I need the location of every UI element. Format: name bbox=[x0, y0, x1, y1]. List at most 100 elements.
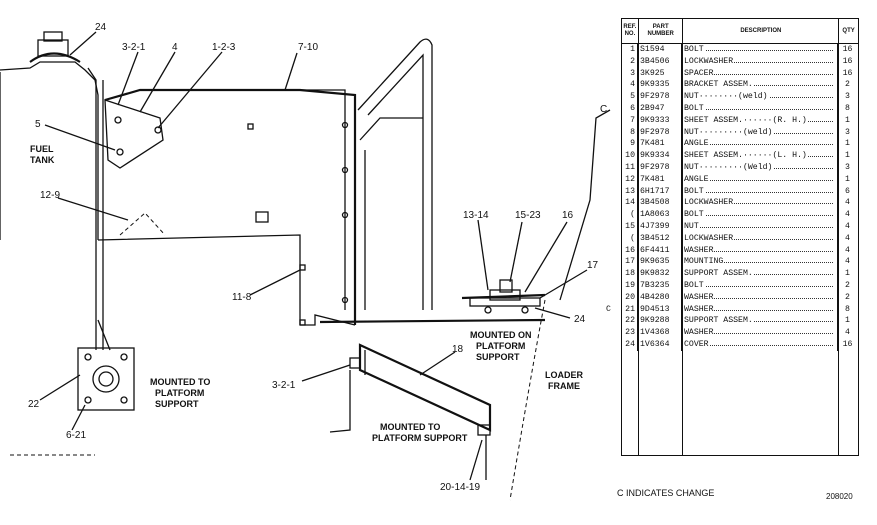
part-number-cell: 9K9288 bbox=[638, 315, 682, 328]
ref-no-cell: 13 bbox=[622, 185, 638, 198]
ref-no-cell: 15 bbox=[622, 220, 638, 233]
change-marker: C bbox=[606, 304, 611, 314]
ref-no-cell: 1 bbox=[622, 44, 638, 56]
description-cell: WASHER bbox=[682, 327, 838, 339]
qty-cell: 2 bbox=[845, 292, 850, 302]
qty-cell: 6 bbox=[845, 186, 850, 196]
part-number-cell: 4B4280 bbox=[638, 291, 682, 304]
part-number-cell: 9K9334 bbox=[638, 150, 682, 162]
qty-cell: 2 bbox=[845, 280, 850, 290]
qty-cell: 4 bbox=[845, 245, 850, 255]
mounted-on-platform-3: SUPPORT bbox=[476, 352, 520, 362]
ref-no-cell: 24 bbox=[622, 338, 638, 351]
description-cell: MOUNTING bbox=[682, 256, 838, 269]
description-cell: SHEET ASSEM.······(R. H.) bbox=[682, 114, 838, 127]
part-number-cell: 6F4411 bbox=[638, 244, 682, 257]
description-cell: NUT········(weld) bbox=[682, 91, 838, 103]
filler-cap bbox=[29, 31, 81, 63]
description-cell: COVER bbox=[682, 338, 838, 351]
description-cell: BOLT bbox=[682, 279, 838, 292]
qty-cell: 1 bbox=[845, 139, 850, 149]
qty-cell: 1 bbox=[845, 115, 850, 125]
part-number-cell: 9F2978 bbox=[638, 91, 682, 103]
mounted-on-platform-2: PLATFORM bbox=[476, 341, 525, 351]
ref-no-cell: 20 bbox=[622, 291, 638, 304]
mounted-on-platform-1: MOUNTED ON bbox=[470, 330, 532, 340]
part-number-cell: 9F2978 bbox=[638, 126, 682, 139]
ref-no-cell: 4 bbox=[622, 79, 638, 92]
description-cell: ANGLE bbox=[682, 173, 838, 186]
callout-16: 16 bbox=[562, 210, 574, 221]
mounting-hardware bbox=[469, 279, 541, 314]
drawing-number: 208020 bbox=[826, 492, 853, 501]
part-number-cell: 2B947 bbox=[638, 102, 682, 115]
part-number-cell: 3K925 bbox=[638, 67, 682, 80]
ref-no-cell: 9 bbox=[622, 138, 638, 151]
parts-table-header: REF. NO. PART NUMBER DESCRIPTION QTY bbox=[622, 19, 858, 44]
description-cell: SHEET ASSEM.······(L. H.) bbox=[682, 150, 838, 162]
ref-no-cell: 11 bbox=[622, 161, 638, 174]
support-assembly-bar bbox=[358, 343, 492, 432]
ref-no-cell: ( bbox=[622, 209, 638, 221]
qty-cell: 4 bbox=[845, 198, 850, 208]
loader-frame-label-1: LOADER bbox=[545, 370, 584, 380]
part-number-cell: 7B3235 bbox=[638, 279, 682, 292]
qty-cell: 3 bbox=[845, 92, 850, 102]
qty-cell: 16 bbox=[842, 56, 853, 66]
leader-lines bbox=[39, 31, 588, 481]
description-cell: BOLT bbox=[682, 44, 838, 56]
part-number-cell: 3B4506 bbox=[638, 55, 682, 68]
header-ref-no: REF. NO. bbox=[622, 19, 639, 43]
angle-part bbox=[119, 212, 166, 236]
qty-cell: 8 bbox=[845, 103, 850, 113]
callout-24-top: 24 bbox=[95, 22, 107, 33]
mounted-to-platform-3: SUPPORT bbox=[155, 399, 199, 409]
support-plate bbox=[77, 347, 135, 411]
pipe bbox=[87, 67, 97, 350]
callout-5: 5 bbox=[35, 119, 41, 130]
qty-cell: 3 bbox=[845, 127, 850, 137]
callout-3-2-1: 3-2-1 bbox=[122, 42, 146, 53]
mounted-to-platform-support-2: PLATFORM SUPPORT bbox=[372, 433, 468, 443]
qty-cell: 1 bbox=[845, 151, 850, 161]
callout-11-8: 11-8 bbox=[232, 292, 252, 303]
qty-cell: 16 bbox=[842, 68, 853, 78]
callout-17: 17 bbox=[587, 260, 599, 271]
handrail bbox=[357, 38, 433, 310]
ref-no-cell: 14 bbox=[622, 197, 638, 210]
qty-cell: 4 bbox=[845, 221, 850, 231]
qty-cell: 4 bbox=[845, 328, 850, 338]
callout-18: 18 bbox=[452, 344, 464, 355]
callout-22: 22 bbox=[28, 399, 40, 410]
description-cell: NUT·········(weld) bbox=[682, 126, 838, 139]
description-cell: NUT bbox=[682, 220, 838, 233]
ref-no-cell: 16 bbox=[622, 244, 638, 257]
ref-no-cell: 12 bbox=[622, 173, 638, 186]
part-number-cell: 9F2978 bbox=[638, 161, 682, 174]
mounted-to-platform-1: MOUNTED TO bbox=[150, 377, 210, 387]
part-number-cell: 1A8063 bbox=[638, 209, 682, 221]
description-cell: LOCKWASHER bbox=[682, 232, 838, 245]
callout-7-10: 7-10 bbox=[298, 42, 318, 53]
header-description: DESCRIPTION bbox=[683, 19, 840, 43]
description-cell: WASHER bbox=[682, 303, 838, 316]
header-part-number: PART NUMBER bbox=[639, 19, 684, 43]
part-number-cell: 3B4512 bbox=[638, 232, 682, 245]
loader-frame-bar bbox=[319, 318, 546, 324]
part-number-cell: 9D4513 bbox=[638, 303, 682, 316]
qty-cell: 16 bbox=[842, 45, 853, 54]
part-number-cell: 1V4368 bbox=[638, 327, 682, 339]
description-cell: WASHER bbox=[682, 291, 838, 304]
description-cell: LOCKWASHER bbox=[682, 197, 838, 210]
